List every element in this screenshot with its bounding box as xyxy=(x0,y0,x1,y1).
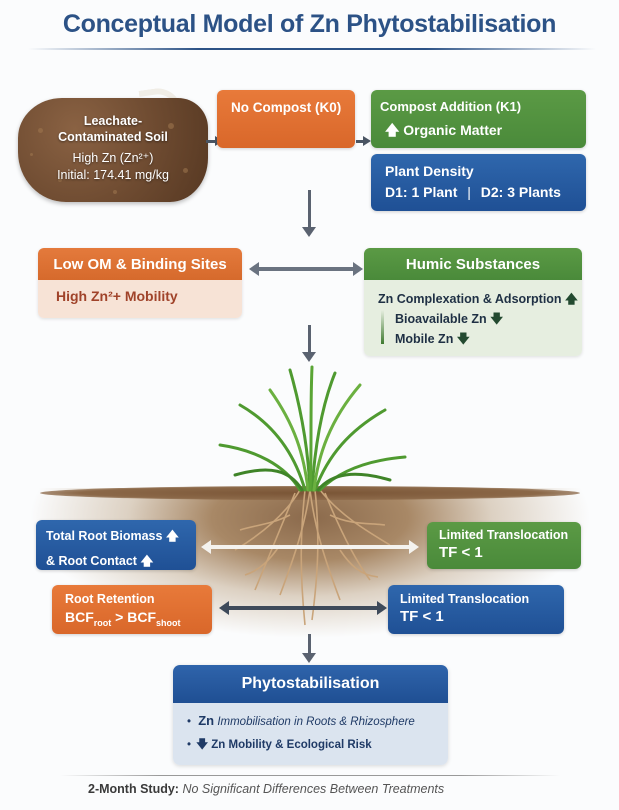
soil-label-line1: Leachate- xyxy=(83,114,143,128)
grass-blades-icon xyxy=(218,365,407,492)
compost-addition-node: Compost Addition (K1) 🡅 Organic Matter xyxy=(371,90,586,148)
down-arrow-icon: 🡇 xyxy=(196,739,209,751)
up-arrow-icon: 🡅 xyxy=(165,529,179,543)
contaminated-soil-node: Leachate- Contaminated Soil High Zn (Zn²… xyxy=(18,98,208,202)
phyto-bullet-2-text: Zn Mobility & Ecological Risk xyxy=(211,739,372,751)
phyto-bullet-1: • Zn Immobilisation in Roots & Rhizosphe… xyxy=(187,713,415,728)
bcf-shoot: BCF xyxy=(127,609,157,625)
root-biomass-line1: Total Root Biomass xyxy=(46,529,163,543)
bcf-root: BCF xyxy=(65,609,94,625)
footer-text: No Significant Differences Between Treat… xyxy=(182,782,445,796)
translocation-blue-line2: TF < 1 xyxy=(400,608,444,625)
double-arrow-root-translocation xyxy=(201,540,419,554)
footer-divider xyxy=(60,775,560,776)
arrow-soil-to-k0 xyxy=(206,136,223,146)
phyto-bullet-1-text: Immobilisation in Roots & Rhizosphere xyxy=(214,716,415,728)
grass-plant-illustration xyxy=(218,365,407,626)
up-arrow-icon: 🡅 xyxy=(140,554,154,568)
phyto-bullet-2: • 🡇 Zn Mobility & Ecological Risk xyxy=(187,737,372,756)
limited-translocation-green-node: Limited Translocation TF < 1 xyxy=(427,522,581,569)
gradient-bar-icon xyxy=(381,310,384,344)
humic-line1: Zn Complexation & Adsorption xyxy=(378,292,562,306)
humic-line2: Bioavailable Zn xyxy=(395,312,487,326)
arrow-down-2 xyxy=(302,325,316,362)
translocation-green-line1: Limited Translocation xyxy=(439,528,569,542)
arrow-down-1 xyxy=(302,190,316,237)
density-d1: D1: 1 Plant xyxy=(385,184,458,200)
plant-density-node: Plant Density D1: 1 Plant | D2: 3 Plants xyxy=(371,154,586,211)
density-separator: | xyxy=(467,184,471,200)
soil-zn-level: High Zn (Zn²⁺) xyxy=(72,151,154,165)
down-arrow-icon: 🡇 xyxy=(490,312,504,326)
bcf-root-subscript: root xyxy=(93,617,112,628)
root-retention-label: Root Retention xyxy=(65,592,155,606)
soil-initial-concentration: Initial: 174.41 mg/kg xyxy=(57,168,169,182)
compost-effect: Organic Matter xyxy=(403,122,503,138)
plant-density-label: Plant Density xyxy=(385,163,474,179)
low-om-header: Low OM & Binding Sites xyxy=(38,248,242,280)
roots-icon xyxy=(234,489,391,626)
no-compost-label: No Compost (K0) xyxy=(231,100,342,115)
no-compost-node: No Compost (K0) xyxy=(217,90,355,148)
double-arrow-om-humic xyxy=(249,262,363,276)
soil-label-line2: Contaminated Soil xyxy=(58,130,168,144)
bullet-icon: • xyxy=(187,716,192,728)
footer-label: 2-Month Study: xyxy=(88,782,179,796)
greater-than: > xyxy=(111,609,128,625)
up-arrow-icon: 🡅 xyxy=(565,292,578,306)
root-biomass-node: Total Root Biomass 🡅 & Root Contact 🡅 xyxy=(36,520,196,570)
footer-note: 2-Month Study: No Significant Difference… xyxy=(88,782,444,796)
root-retention-node: Root Retention BCFroot > BCFshoot xyxy=(52,585,212,634)
translocation-green-line2: TF < 1 xyxy=(439,544,483,561)
bcf-relation: BCFroot > BCFshoot xyxy=(52,606,212,628)
down-arrow-icon: 🡇 xyxy=(456,332,470,346)
low-om-panel: Low OM & Binding Sites High Zn²+ Mobilit… xyxy=(38,248,242,318)
humic-substances-panel: Humic Substances Zn Complexation & Adsor… xyxy=(364,248,582,356)
density-d2: D2: 3 Plants xyxy=(480,184,561,200)
arrow-down-3 xyxy=(302,634,316,663)
phytostabilisation-panel: Phytostabilisation • Zn Immobilisation i… xyxy=(173,665,448,765)
limited-translocation-blue-node: Limited Translocation TF < 1 xyxy=(388,585,564,634)
low-om-body: High Zn²+ Mobility xyxy=(38,280,242,318)
humic-line3: Mobile Zn xyxy=(395,332,454,346)
phyto-header: Phytostabilisation xyxy=(173,665,448,703)
double-arrow-retention-translocation xyxy=(219,601,387,615)
phyto-bullet-1-strong: Zn xyxy=(198,713,215,728)
root-biomass-line2: & Root Contact xyxy=(46,554,137,568)
translocation-blue-line1: Limited Translocation xyxy=(400,592,530,606)
arrow-k0-to-k1 xyxy=(356,136,371,146)
up-arrow-icon: 🡅 xyxy=(385,122,400,138)
title-divider xyxy=(28,48,596,50)
page-title: Conceptual Model of Zn Phytostabilisatio… xyxy=(62,10,557,38)
humic-header: Humic Substances xyxy=(364,248,582,280)
bcf-shoot-subscript: shoot xyxy=(156,617,181,628)
compost-label: Compost Addition (K1) xyxy=(380,99,522,114)
bullet-icon: • xyxy=(187,739,192,751)
